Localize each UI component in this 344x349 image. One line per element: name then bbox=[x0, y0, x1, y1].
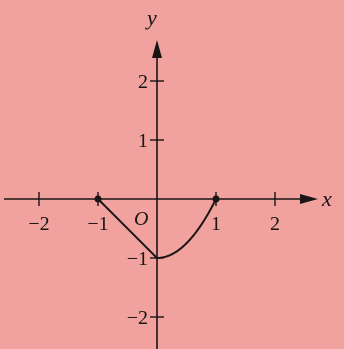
graph-endpoint bbox=[94, 195, 102, 203]
graph-line-segment bbox=[97, 198, 158, 259]
x-tick-label: 1 bbox=[211, 213, 221, 235]
y-tick-label: −2 bbox=[127, 307, 148, 329]
x-tick-label: −1 bbox=[87, 213, 108, 235]
y-tick-label: 2 bbox=[138, 71, 148, 93]
x-axis-label: x bbox=[321, 186, 332, 211]
ticks: −2 −1 1 2 2 1 −1 −2 bbox=[28, 71, 280, 329]
graph-series bbox=[94, 195, 220, 259]
y-axis-arrowhead bbox=[152, 40, 162, 58]
y-tick-label: 1 bbox=[138, 130, 148, 152]
x-axis-arrowhead bbox=[300, 194, 318, 204]
axes: x y O bbox=[4, 5, 332, 349]
x-tick-label: −2 bbox=[28, 213, 49, 235]
x-tick-label: 2 bbox=[270, 213, 280, 235]
origin-label: O bbox=[134, 208, 148, 230]
y-tick-label: −1 bbox=[127, 248, 148, 270]
y-axis-label: y bbox=[145, 5, 157, 30]
graph-curve-segment bbox=[156, 198, 217, 259]
graph-endpoint bbox=[212, 195, 220, 203]
